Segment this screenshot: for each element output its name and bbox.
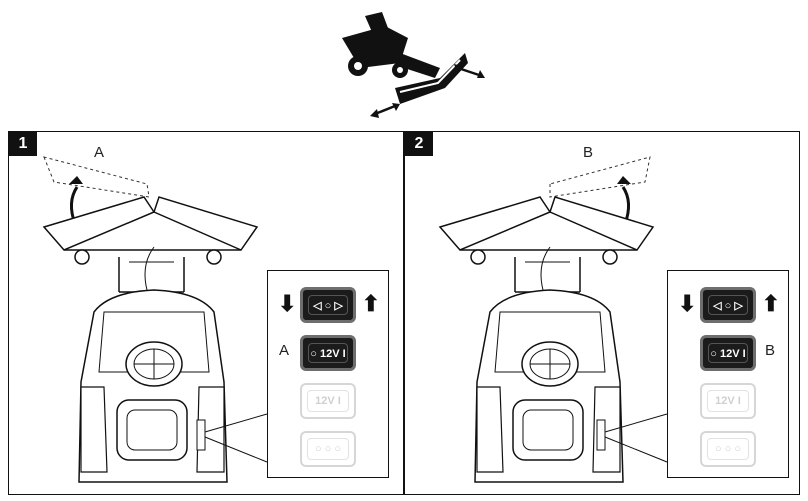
arrow-down-icon: ⬇ xyxy=(678,291,697,316)
step-number: 2 xyxy=(405,132,433,156)
tractor-plow-diagram xyxy=(438,156,668,483)
12v-power-switch[interactable]: ○ 12V I xyxy=(300,335,356,371)
arrow-up-icon: ⬆ xyxy=(761,291,780,316)
plow-lift-switch[interactable]: ◁ ○ ▷ xyxy=(700,287,756,323)
tractor-plow-diagram xyxy=(42,156,268,483)
step-number: 1 xyxy=(9,132,37,156)
plow-tractor-icon xyxy=(342,12,485,118)
callout-label-top: B xyxy=(583,144,594,161)
accessory-switch: ○ ○ ○ xyxy=(300,431,356,467)
auxiliary-switch: 12V I xyxy=(300,383,356,419)
auxiliary-switch: 12V I xyxy=(700,383,756,419)
arrow-up-icon: ⬆ xyxy=(361,291,380,316)
callout-label-side: A xyxy=(279,342,290,359)
plow-lift-switch[interactable]: ◁ ○ ▷ xyxy=(300,287,356,323)
callout-label-top: A xyxy=(94,144,105,161)
12v-power-switch[interactable]: ○ 12V I xyxy=(700,335,756,371)
step-panel-1: 1 A ⬇ ⬆ xyxy=(8,131,404,495)
step-panel-2: 2 B ⬇ ⬆ ◁ ○ ▷ ○ 12V I xyxy=(404,131,800,495)
arrow-down-icon: ⬇ xyxy=(278,291,297,316)
callout-label-side: B xyxy=(765,342,776,359)
switch-panel-callout: ⬇ ⬆ ◁ ○ ▷ ○ 12V I 12V I ○ ○ ○ xyxy=(267,270,389,478)
accessory-switch: ○ ○ ○ xyxy=(700,431,756,467)
switch-panel-callout: ⬇ ⬆ ◁ ○ ▷ ○ 12V I 12V I ○ ○ ○ xyxy=(667,270,789,478)
